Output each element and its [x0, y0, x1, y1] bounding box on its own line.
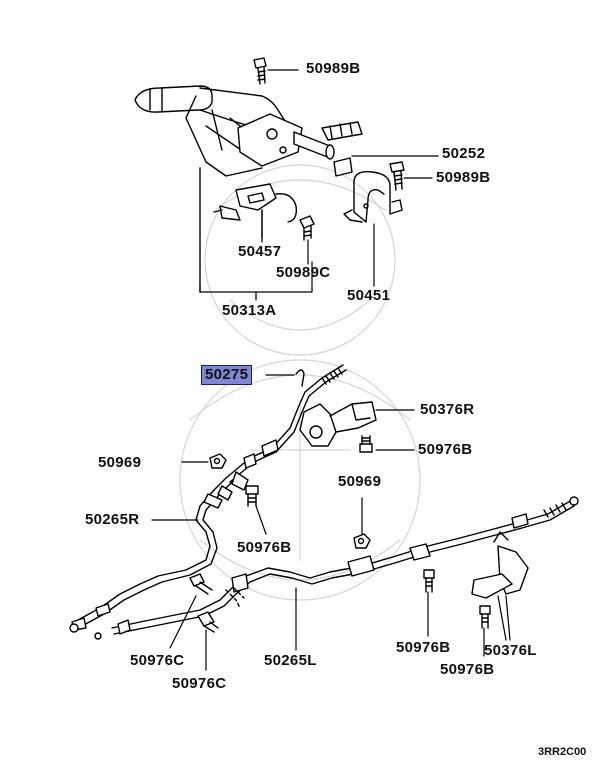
bolt-50989B-right [389, 161, 405, 191]
callout-50976C-2[interactable]: 50976C [172, 675, 227, 692]
callout-50376R[interactable]: 50376R [420, 401, 475, 418]
callout-50376L[interactable]: 50376L [484, 642, 537, 659]
callout-50976B-mid[interactable]: 50976B [418, 441, 473, 458]
brake-lever-assembly [134, 85, 363, 293]
callout-50976B-low[interactable]: 50976B [396, 639, 451, 656]
bracket-50376L [471, 531, 529, 599]
callout-50969-left[interactable]: 50969 [98, 454, 142, 471]
callout-50313A[interactable]: 50313A [222, 302, 277, 319]
bolt-50976C-1 [189, 573, 213, 595]
switch-50457 [213, 183, 298, 239]
callout-50265R[interactable]: 50265R [85, 511, 140, 528]
bolt-50989C [299, 215, 315, 241]
callout-50969-right[interactable]: 50969 [338, 473, 382, 490]
leader-lines [151, 69, 511, 671]
callout-50989B-right[interactable]: 50989B [436, 169, 491, 186]
callout-50457[interactable]: 50457 [238, 243, 282, 260]
diagram-code: 3RR2C00 [538, 746, 587, 758]
bracket-50376R [299, 401, 377, 447]
callout-50976B-bottom[interactable]: 50976B [440, 661, 495, 678]
bracket-50451 [343, 171, 403, 223]
cable-50275 [225, 364, 347, 483]
cable-50265R [69, 471, 249, 633]
nut-50969-right [353, 533, 371, 549]
nut-50969-left [209, 453, 227, 469]
callout-50275-highlighted[interactable]: 50275 [200, 365, 253, 385]
callout-50252[interactable]: 50252 [442, 145, 486, 162]
callout-50976B-center[interactable]: 50976B [237, 539, 292, 556]
callout-50451[interactable]: 50451 [347, 287, 391, 304]
bolt-50976B-mid [359, 435, 373, 453]
bolt-50989B-top [253, 57, 267, 85]
bolt-50976B-low [423, 569, 435, 593]
callout-50265L[interactable]: 50265L [264, 652, 317, 669]
callout-50989C[interactable]: 50989C [276, 264, 331, 281]
bolt-50976B-bottom [479, 605, 491, 629]
callout-50989B-top[interactable]: 50989B [306, 60, 361, 77]
bolt-50976B-center [245, 485, 259, 507]
callout-50976C-1[interactable]: 50976C [130, 652, 185, 669]
bolt-50976C-2 [197, 611, 219, 633]
